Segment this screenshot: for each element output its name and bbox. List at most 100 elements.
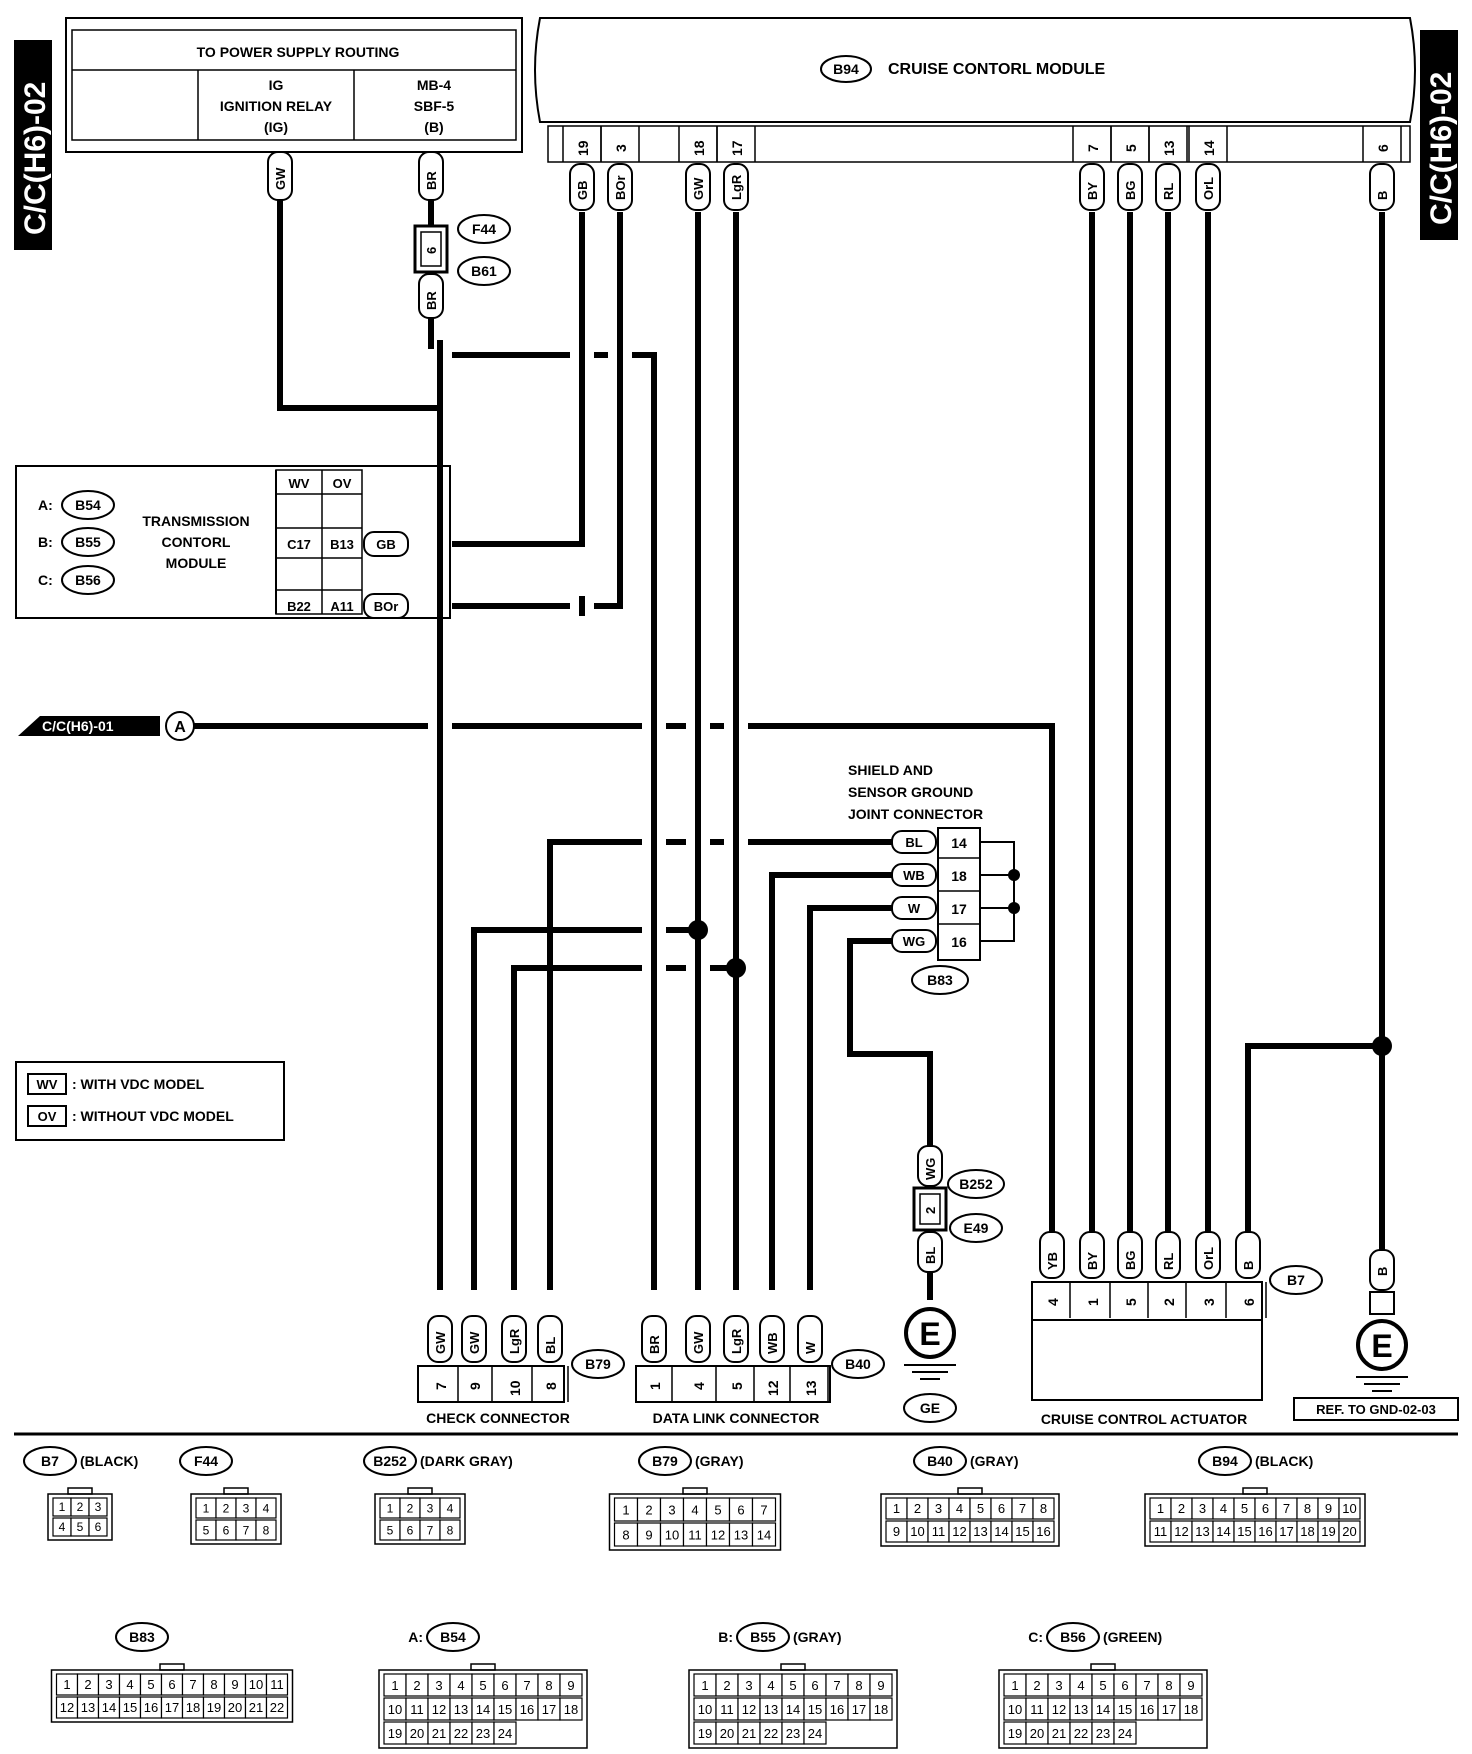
face-pin: 4	[59, 1520, 66, 1534]
tcm-connector-b55: B55	[75, 534, 101, 550]
b94-pin-wire: RL	[1161, 183, 1176, 200]
face-pin: 10	[665, 1528, 679, 1543]
dlc-pin-number: 5	[729, 1382, 745, 1390]
face-pin: 24	[1118, 1726, 1132, 1741]
wire-label-gw: GW	[273, 167, 288, 190]
face-pin: 2	[723, 1678, 730, 1693]
shield-pin-14: 14	[951, 835, 967, 851]
tcm-header-wv: WV	[289, 476, 310, 491]
shield-pin-18: 18	[951, 868, 967, 884]
b94-pin-number: 14	[1201, 140, 1217, 156]
check-connector-title: CHECK CONNECTOR	[426, 1410, 570, 1426]
face-pin: 12	[1052, 1702, 1066, 1717]
face-pin: 3	[427, 1501, 434, 1515]
face-pin: 10	[1342, 1501, 1356, 1516]
face-pin: 5	[977, 1501, 984, 1516]
face-pin: 16	[144, 1700, 158, 1715]
offpage-letter: A	[174, 719, 186, 736]
face-pin: 22	[270, 1700, 284, 1715]
face-pin: 1	[387, 1501, 394, 1515]
shield-wire-wb: WB	[903, 868, 925, 883]
b94-pin-number: 13	[1161, 140, 1177, 156]
ps-wire-labels: GW BR 6 BR F44 B61	[267, 151, 511, 319]
face-prefix: C:	[1028, 1629, 1043, 1645]
face-pin: 8	[545, 1678, 552, 1693]
b94-pin-wire: GB	[575, 181, 590, 201]
shield-pin-17: 17	[951, 901, 967, 917]
face-pin: 1	[391, 1678, 398, 1693]
tcm-label-a: A:	[38, 497, 53, 513]
face-pin: 12	[60, 1700, 74, 1715]
connector-b61: B61	[471, 263, 497, 279]
face-pin: 2	[77, 1500, 84, 1514]
face-pin: 20	[720, 1726, 734, 1741]
actuator-pin-number: 5	[1123, 1298, 1139, 1306]
power-supply-title: TO POWER SUPPLY ROUTING	[197, 44, 400, 60]
face-pin: 6	[407, 1523, 414, 1537]
face-pin: 5	[479, 1678, 486, 1693]
face-pin: 6	[501, 1678, 508, 1693]
tcm-header-ov: OV	[333, 476, 352, 491]
face-pin: 13	[1195, 1524, 1209, 1539]
b94-pin-wire: GW	[691, 177, 706, 200]
wire-yb	[185, 723, 1055, 1250]
face-pin: 22	[454, 1726, 468, 1741]
face-pin: 1	[701, 1678, 708, 1693]
face-pin: 23	[1096, 1726, 1110, 1741]
face-pin: 4	[457, 1678, 464, 1693]
sheet-id-left: C/C(H6)-02	[14, 40, 52, 250]
face-color: (DARK GRAY)	[420, 1453, 513, 1469]
face-pin: 3	[435, 1678, 442, 1693]
face-pin: 11	[270, 1677, 284, 1692]
b94-pin-wire: B	[1375, 191, 1390, 200]
data-link-connector: DATA LINK CONNECTOR B40 BR1GW4LgR5WB12W1…	[635, 1315, 885, 1426]
face-pin: 6	[1262, 1501, 1269, 1516]
wire-label-br-2: BR	[424, 291, 439, 310]
offpage-label: C/C(H6)-01	[42, 718, 114, 734]
face-pin: 6	[1121, 1678, 1128, 1693]
legend: WV : WITH VDC MODEL OV : WITHOUT VDC MOD…	[15, 1061, 285, 1141]
data-link-title: DATA LINK CONNECTOR	[653, 1410, 820, 1426]
face-pin: 6	[95, 1520, 102, 1534]
ground-ref: REF. TO GND-02-03	[1316, 1402, 1436, 1417]
ground-right: B E REF. TO GND-02-03	[1293, 1249, 1459, 1421]
data-link-id: B40	[845, 1356, 871, 1372]
face-pin: 3	[935, 1501, 942, 1516]
face-pin: 10	[249, 1677, 263, 1692]
face-color: (BLACK)	[80, 1453, 138, 1469]
tcm-connector-b56: B56	[75, 572, 101, 588]
tcm-pin-c17: C17	[287, 537, 311, 552]
dlc-pin-wire: LgR	[729, 1328, 744, 1354]
legend-key-ov: OV	[38, 1109, 57, 1124]
actuator-pin-wire: RL	[1161, 1253, 1176, 1270]
wire-w	[807, 905, 896, 1290]
face-pin: 7	[1283, 1501, 1290, 1516]
face-pin: 15	[123, 1700, 137, 1715]
actuator-pin-wire: YB	[1045, 1252, 1060, 1270]
tcm-wire-gb: GB	[376, 537, 396, 552]
actuator-title: CRUISE CONTROL ACTUATOR	[1041, 1411, 1247, 1427]
dlc-pin-wire: W	[803, 1341, 818, 1354]
face-pin: 16	[520, 1702, 534, 1717]
face-pin: 12	[742, 1702, 756, 1717]
face-pin: 9	[877, 1678, 884, 1693]
check-pin-wire: GW	[433, 1331, 448, 1354]
actuator-pin-1: BY1	[1079, 1231, 1111, 1318]
face-pin: 11	[1030, 1702, 1044, 1717]
face-pin: 24	[498, 1726, 512, 1741]
face-pin: 6	[737, 1503, 744, 1518]
b94-pin-number: 5	[1123, 144, 1139, 152]
face-pin: 7	[833, 1678, 840, 1693]
face-pin: 20	[410, 1726, 424, 1741]
face-pin: 5	[714, 1503, 721, 1518]
face-pin: 4	[126, 1677, 133, 1692]
face-pin: 8	[210, 1677, 217, 1692]
face-color: (GRAY)	[970, 1453, 1019, 1469]
check-pin-wire: LgR	[507, 1328, 522, 1354]
mb-line-1: MB-4	[417, 77, 451, 93]
check-pin-number: 10	[507, 1380, 523, 1396]
